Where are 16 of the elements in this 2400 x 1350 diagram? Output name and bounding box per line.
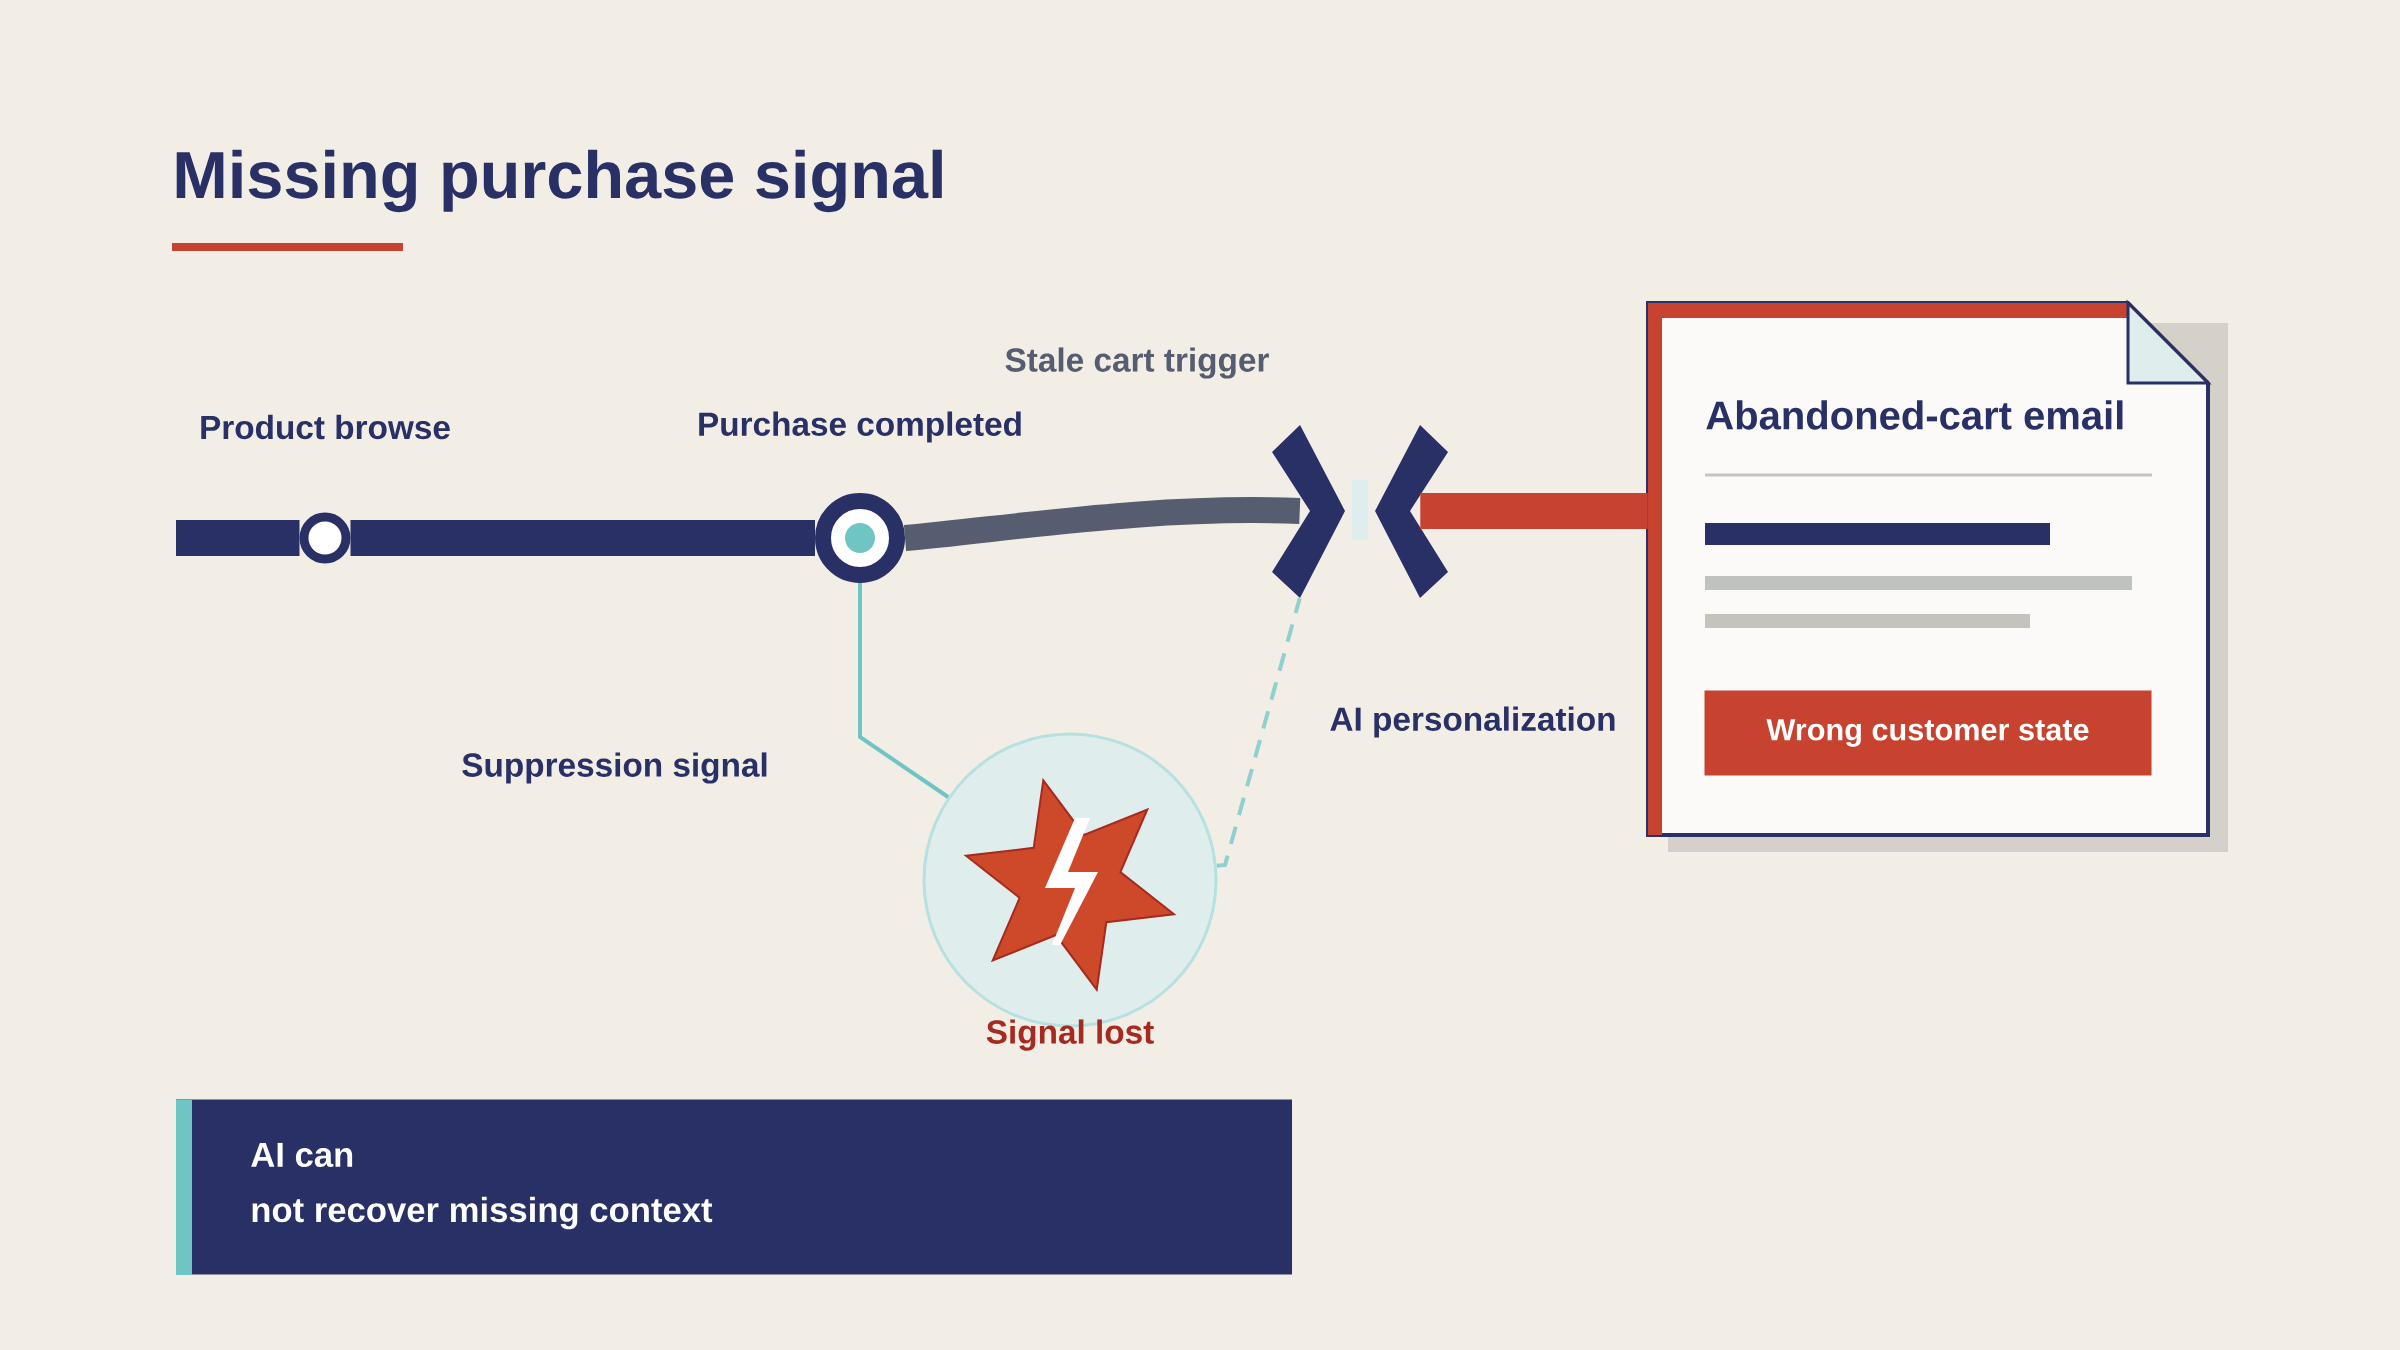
edge-label: AI personalization (1326, 703, 1620, 741)
edge-label: Suppression signal (458, 749, 772, 787)
connector (858, 583, 950, 799)
connector (1420, 493, 1648, 529)
edge-label: Stale cart trigger (1001, 344, 1273, 382)
connector (903, 497, 1301, 551)
title: Missing purchase signal (176, 149, 942, 213)
callout-banner: AI can not recover missing context (176, 1099, 1292, 1275)
connector (176, 520, 300, 556)
status-button: Wrong customer state (1704, 690, 2152, 776)
collision-drawing (1272, 425, 1448, 598)
status-label: Signal lost (986, 1019, 1154, 1051)
connector (1216, 597, 1302, 868)
station-label: Product browse (201, 414, 450, 440)
station-label: Purchase completed (699, 411, 1021, 443)
connector (350, 520, 815, 556)
